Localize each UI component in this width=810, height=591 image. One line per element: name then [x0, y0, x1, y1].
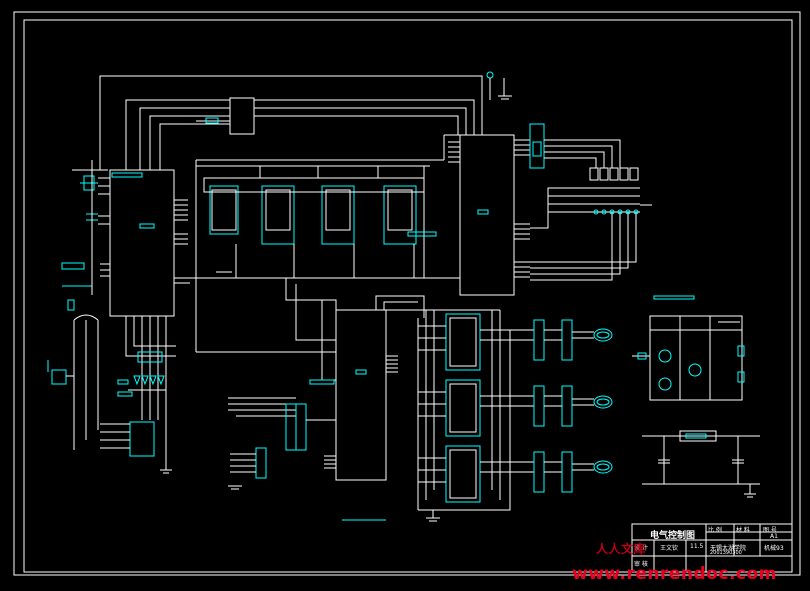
lower-processor-pins: [324, 355, 398, 469]
input-connector: [228, 397, 386, 521]
watermark-url: www.renrendoc.com: [572, 564, 777, 584]
keyboard-matrix: [530, 187, 652, 281]
drawing-title: 电气控制图: [650, 531, 696, 541]
top-bus-wires: [99, 75, 483, 353]
component-labels: [111, 141, 707, 439]
transistor-circuit: [632, 315, 745, 401]
design-row-label: 设 计: [634, 545, 648, 552]
seven-segment-display: [589, 167, 639, 181]
motor-driver-2: [418, 379, 613, 437]
display-driver: [529, 123, 621, 169]
motor-driver-1: [418, 313, 613, 371]
material-label: 材 料: [736, 527, 750, 534]
controller-pins-right: [174, 199, 190, 284]
main-controller: [98, 169, 190, 324]
power-filter-circuit: [642, 430, 760, 498]
small-chip-top: [196, 97, 255, 135]
controller-pins-bottom: [125, 316, 167, 324]
main-processor: [443, 134, 530, 296]
limit-switch-section: [47, 299, 176, 474]
designer-name: 王文钦: [660, 545, 679, 552]
student-id: 2001390300: [710, 550, 742, 556]
controller-pins-left: [98, 177, 110, 277]
lower-processor: [285, 278, 425, 481]
outer-border: [13, 11, 801, 576]
review-row-label: 审 核: [634, 561, 648, 568]
latch-chip-1: [209, 185, 239, 235]
processor-pins-right: [514, 139, 530, 278]
class-code: 机械93: [764, 545, 784, 552]
school-name: 无锡太湖学院: [710, 545, 747, 552]
processor-pins-left: [448, 141, 460, 163]
crystal-and-reset: [61, 160, 108, 295]
drawing-number-label: 图 号: [763, 527, 777, 534]
sheet-size: A1: [770, 533, 778, 540]
design-date: 11.5: [690, 543, 704, 550]
scale-label: 比 例: [708, 527, 722, 534]
inner-border: [23, 19, 793, 573]
power-supply-symbol: [486, 71, 512, 100]
latch-chip-2: [261, 185, 295, 245]
latch-chip-4: [383, 185, 417, 245]
latch-chip-3: [321, 185, 355, 245]
watermark-brand: 人人文库: [596, 542, 647, 556]
motor-driver-3: [418, 445, 613, 503]
title-block: [631, 523, 793, 573]
motor-driver-bus: [386, 309, 511, 522]
latch-bus-wires: [174, 165, 460, 279]
